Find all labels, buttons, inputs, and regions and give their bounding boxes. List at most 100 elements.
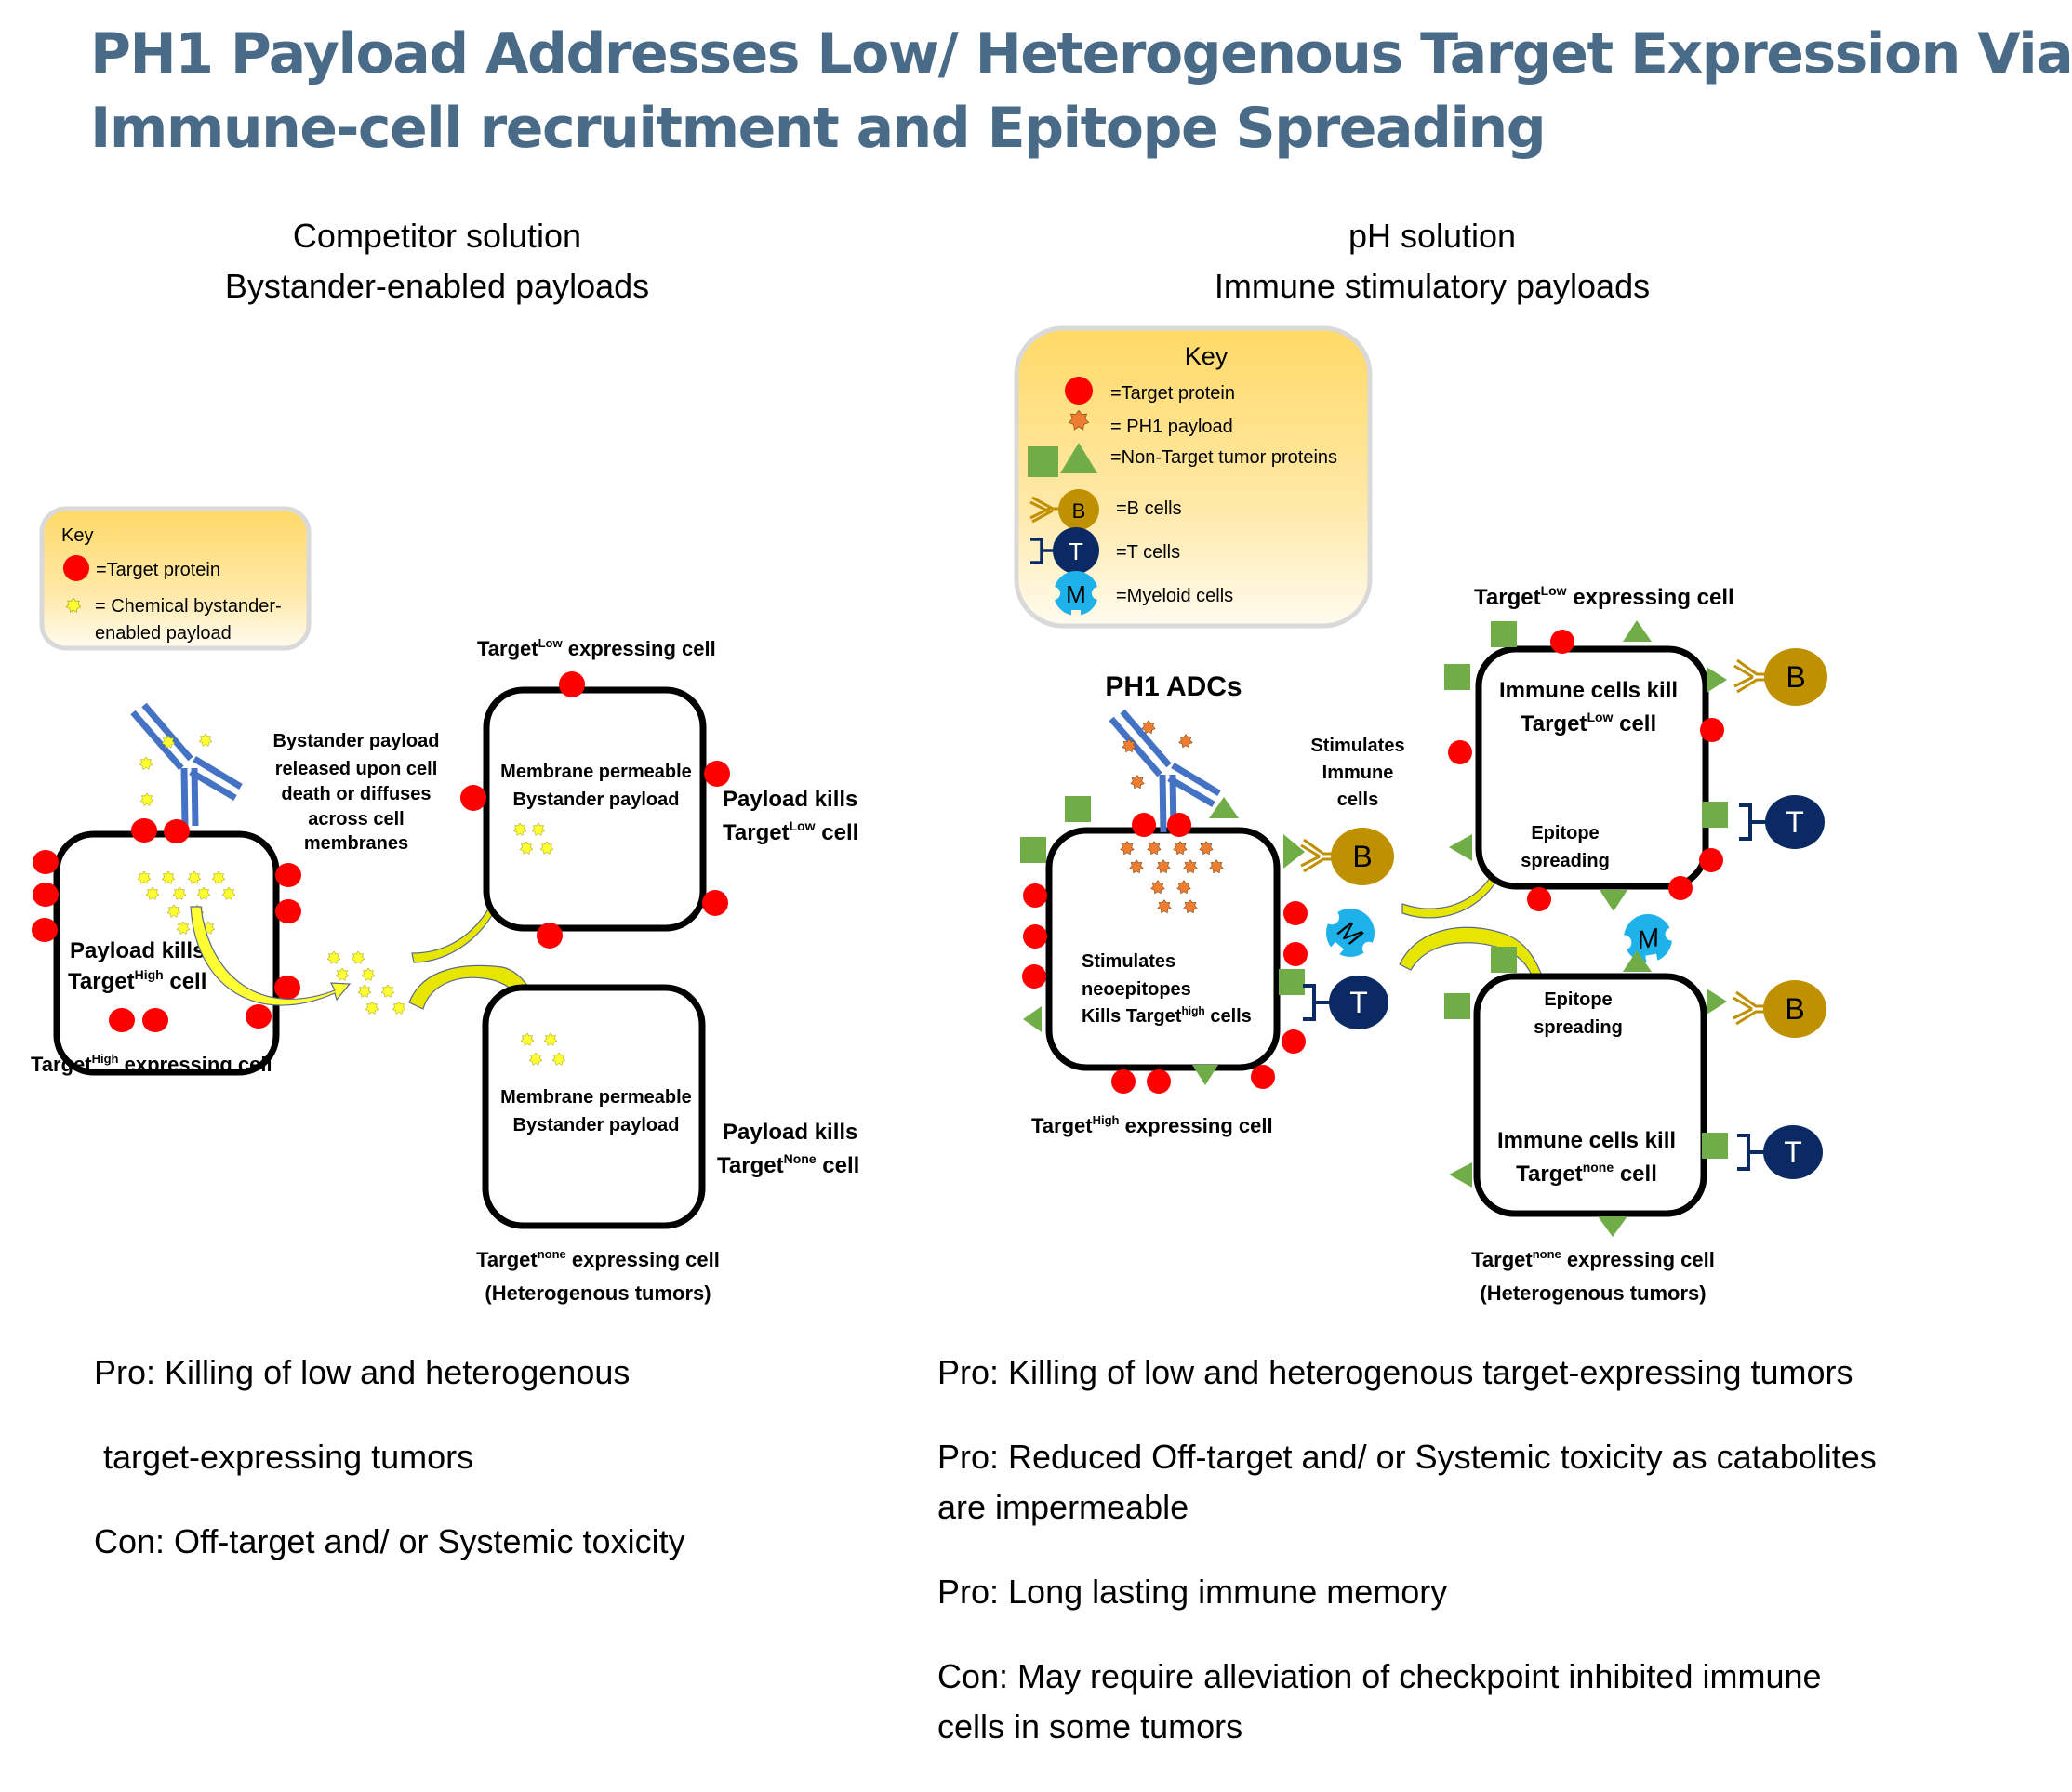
right-none-inner-line-2: Targetnone cell	[1516, 1160, 1657, 1187]
right-high-caption: TargetHigh expressing cell	[1031, 1113, 1273, 1137]
left-heading-line-2: Bystander-enabled payloads	[224, 267, 650, 305]
left-high-inner-line-1: Payload kills	[70, 938, 205, 963]
ph1-payload-star	[1130, 775, 1145, 790]
left-none-inner-line-2: Bystander payload	[513, 1115, 680, 1135]
left-none-caption-2: (Heterogenous tumors)	[485, 1281, 711, 1305]
left-low-side-line-1: Payload kills	[723, 787, 857, 812]
right-none-caption-2: (Heterogenous tumors)	[1480, 1281, 1706, 1305]
right-key-label: =Target protein	[1110, 383, 1235, 404]
right-pro-line: Pro: Long lasting immune memory	[937, 1573, 1448, 1611]
right-low-inner-line-2: TargetLow cell	[1521, 710, 1656, 737]
note-line: Stimulates	[1310, 736, 1404, 756]
note-line: Bystander payload	[273, 731, 440, 751]
left-low-caption: TargetLow expressing cell	[477, 636, 716, 660]
left-none-caption: Targetnone expressing cell	[476, 1247, 720, 1271]
stimulates-immune-note: Stimulates Immune cells	[1310, 736, 1404, 810]
left-section-heading: Competitor solution Bystander-enabled pa…	[149, 211, 725, 312]
right-key-label: =Myeloid cells	[1116, 586, 1233, 606]
immune-cells: B M T B T M B T	[1300, 648, 1827, 1179]
right-heading-line-1: pH solution	[1348, 217, 1517, 255]
myeloid-cell-icon: M	[1047, 571, 1105, 617]
right-low-caption: TargetLow expressing cell	[1474, 583, 1734, 610]
right-target-low-cell: TargetLow expressing cell Immune cells k…	[1444, 583, 1734, 911]
note-line: released upon cell	[275, 759, 438, 779]
b-glyph: B	[1785, 992, 1804, 1026]
note-line: death or diffuses	[281, 784, 431, 804]
right-low-epitope-1: Epitope	[1531, 823, 1599, 843]
left-none-side-line-1: Payload kills	[723, 1120, 857, 1145]
t-glyph: T	[1786, 805, 1804, 839]
b-glyph: B	[1072, 499, 1086, 523]
left-con-line: Con: Off-target and/ or Systemic toxicit…	[94, 1522, 685, 1560]
title-line-1: PH1 Payload Addresses Low/ Heterogenous …	[90, 21, 2072, 86]
target-proteins	[1022, 813, 1308, 1094]
left-none-inner-line-1: Membrane permeable	[500, 1087, 692, 1108]
note-line: membranes	[304, 833, 408, 854]
note-line: cells	[1337, 790, 1378, 810]
arrow-to-cluster	[190, 906, 352, 1006]
left-low-side-line-2: TargetLow cell	[723, 818, 858, 845]
t-cell-icon: T	[1737, 1125, 1823, 1179]
right-heading-line-2: Immune stimulatory payloads	[1214, 267, 1651, 305]
bystander-release-note: Bystander payload released upon cell dea…	[273, 731, 440, 854]
b-cell-icon: B	[1300, 828, 1394, 885]
left-key-target-label: =Target protein	[96, 560, 220, 580]
left-none-side-line-2: TargetNone cell	[717, 1151, 859, 1178]
bystander-payload-star	[336, 968, 349, 981]
t-cell-icon: T	[1739, 795, 1825, 849]
right-low-inner-line-1: Immune cells kill	[1499, 678, 1678, 703]
right-none-epitope-1: Epitope	[1544, 989, 1612, 1010]
b-glyph: B	[1352, 840, 1372, 873]
right-target-high-cell: PH1 ADCs Stimulates neoepitopes	[1020, 671, 1308, 1137]
right-none-epitope-2: spreading	[1534, 1017, 1623, 1038]
non-target-square-icon	[1028, 446, 1058, 477]
m-glyph: M	[1066, 580, 1086, 608]
left-key-payload-label-2: enabled payload	[95, 623, 232, 644]
left-target-none-cell: Membrane permeable Bystander payload Pay…	[476, 984, 859, 1305]
ph1-adcs-label: PH1 ADCs	[1105, 671, 1242, 702]
target-proteins	[32, 818, 301, 1032]
t-glyph: T	[1784, 1135, 1802, 1169]
t-glyph: T	[1069, 538, 1083, 565]
left-target-low-cell: TargetLow expressing cell Membrane perme…	[460, 636, 858, 949]
t-glyph: T	[1349, 986, 1368, 1019]
right-key-title: Key	[1185, 342, 1229, 370]
bystander-payload-star	[352, 951, 365, 964]
slide-title: PH1 Payload Addresses Low/ Heterogenous …	[90, 17, 2072, 166]
bystander-payload-star	[139, 757, 153, 770]
target-protein-icon	[63, 555, 89, 581]
left-key-title: Key	[61, 525, 93, 546]
right-high-inner-line-1: Stimulates	[1082, 951, 1175, 972]
target-proteins	[1448, 630, 1724, 911]
right-pro-line: Pro: Reduced Off-target and/ or Systemic…	[937, 1438, 1877, 1476]
non-target-proteins	[1020, 796, 1305, 1085]
ph1-payload-star	[1178, 734, 1193, 749]
left-low-inner-line-2: Bystander payload	[513, 790, 680, 810]
target-protein-icon	[1065, 377, 1093, 405]
left-high-caption: TargetHigh expressing cell	[31, 1052, 272, 1076]
bystander-payload-star	[140, 793, 153, 806]
t-cell-icon: T	[1030, 527, 1099, 574]
right-high-inner-line-2: neoepitopes	[1082, 979, 1191, 1000]
right-key: Key =Target protein = PH1 payload =Non-T…	[1014, 325, 1373, 629]
right-none-inner-line-1: Immune cells kill	[1497, 1128, 1676, 1153]
left-key-payload-label-1: = Chemical bystander-	[95, 596, 282, 617]
bystander-payload-star	[365, 1002, 379, 1015]
left-high-inner-line-2: TargetHigh cell	[68, 967, 206, 994]
right-low-epitope-2: spreading	[1521, 851, 1610, 871]
b-cell-icon: B	[1733, 980, 1826, 1038]
right-pro-line: Pro: Killing of low and heterogenous tar…	[937, 1353, 1853, 1391]
right-pro-line: are impermeable	[937, 1488, 1189, 1526]
left-low-inner-line-1: Membrane permeable	[500, 762, 692, 782]
right-key-label: =T cells	[1116, 542, 1180, 563]
right-con-line: cells in some tumors	[937, 1707, 1243, 1746]
left-target-high-cell: Payload kills TargetHigh cell TargetHigh…	[31, 705, 301, 1076]
non-target-triangle-icon	[1060, 443, 1097, 473]
right-con-line: Con: May require alleviation of checkpoi…	[937, 1657, 1822, 1695]
right-none-caption: Targetnone expressing cell	[1471, 1247, 1715, 1271]
b-glyph: B	[1786, 660, 1805, 694]
right-key-label: =B cells	[1116, 498, 1182, 519]
right-key-label: = PH1 payload	[1110, 417, 1233, 437]
bystander-payload-star	[327, 951, 340, 964]
non-target-proteins	[1444, 947, 1728, 1237]
